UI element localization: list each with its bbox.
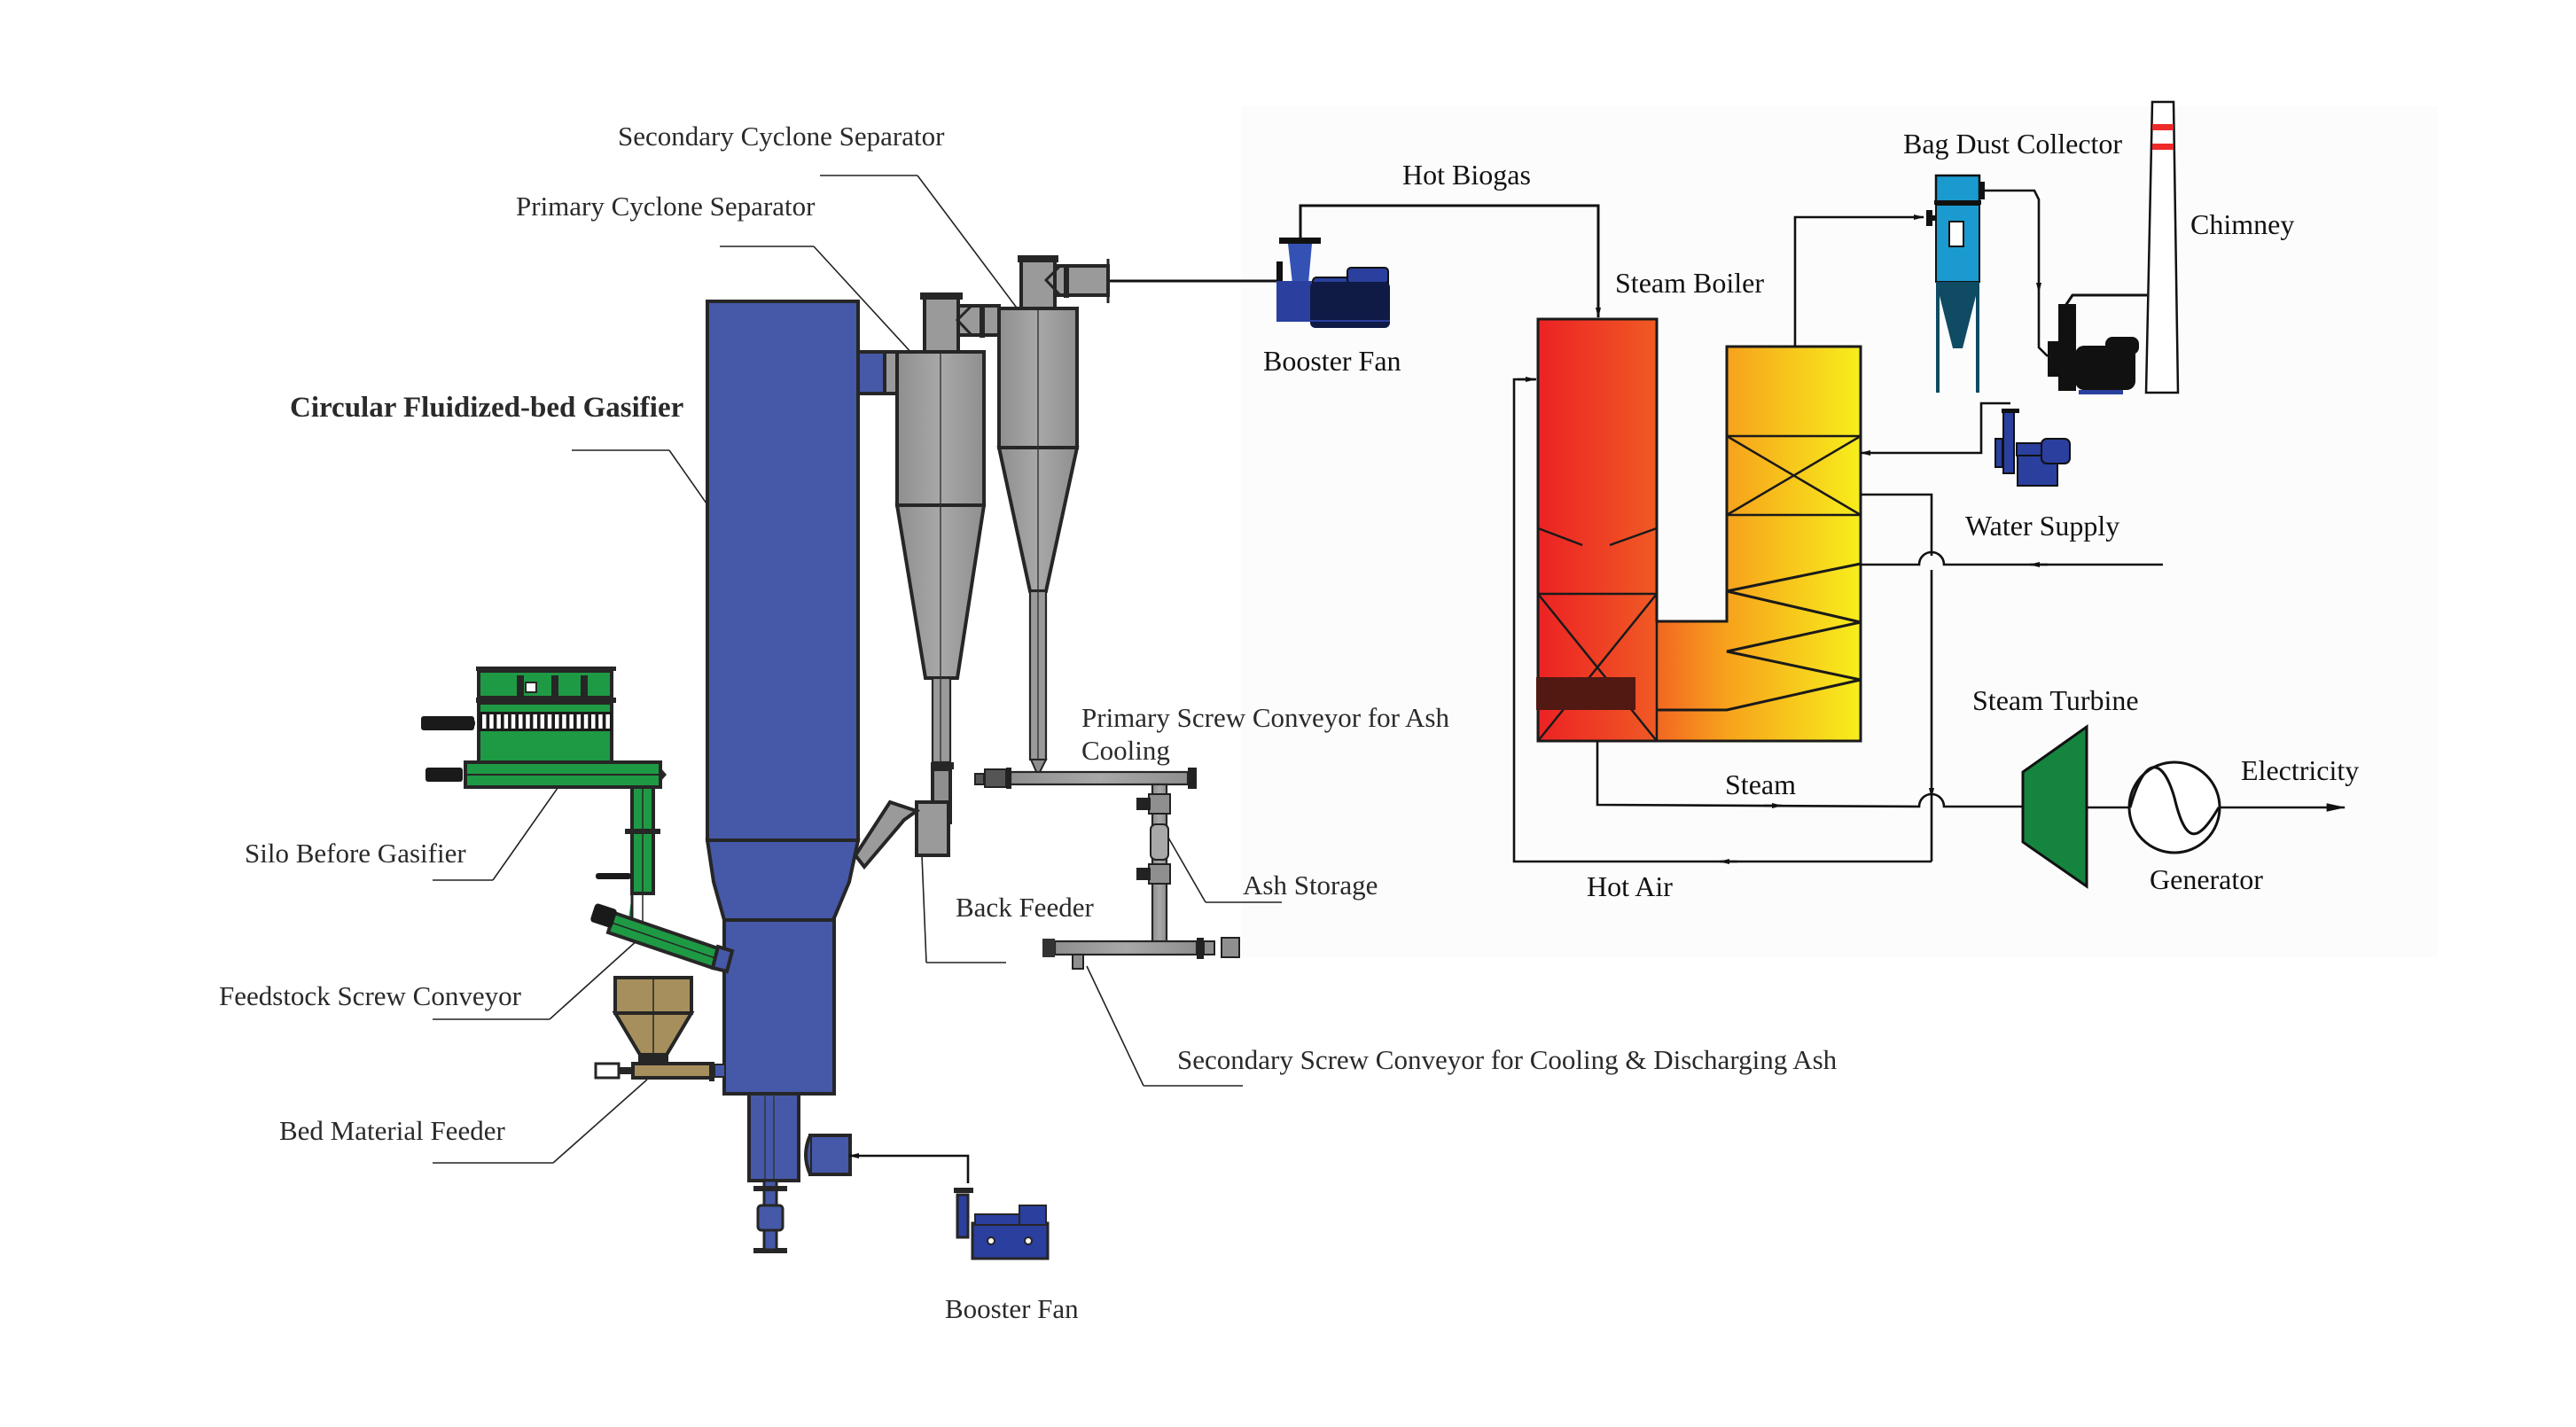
silo-screw-slat <box>496 714 501 729</box>
feedstock-screw-conveyor <box>590 785 735 974</box>
label-secondary-cyclone: Secondary Cyclone Separator <box>618 121 945 152</box>
booster-fan-bottom <box>848 1153 1050 1260</box>
booster-fan-top <box>1276 238 1390 328</box>
label-secondary-screw: Secondary Screw Conveyor for Cooling & D… <box>1177 1044 1838 1075</box>
label-feedstock-conveyor: Feedstock Screw Conveyor <box>219 980 522 1011</box>
label-booster-fan-top: Booster Fan <box>1263 345 1401 377</box>
leader-feedstock-diag <box>549 939 639 1020</box>
bed-material-feeder <box>594 976 726 1081</box>
generator <box>2127 760 2221 854</box>
secondary-screw-conveyor <box>1042 937 1240 970</box>
silo-screw-slat <box>511 714 516 729</box>
label-primary-screw-2: Cooling <box>1081 735 1170 766</box>
water-supply-line <box>1861 550 2163 566</box>
steam-boiler <box>1536 317 1862 743</box>
silo-screw-slat <box>489 714 494 729</box>
gasifier <box>705 300 886 1253</box>
leader-back-feeder <box>921 854 927 963</box>
secondary-cyclone <box>996 255 1110 778</box>
silo-screw-slat <box>482 714 487 729</box>
label-steam: Steam <box>1725 768 1796 800</box>
label-hot-air: Hot Air <box>1587 870 1673 902</box>
silo-screw <box>479 712 612 731</box>
label-primary-screw-1: Primary Screw Conveyor for Ash <box>1081 702 1449 733</box>
flue-line <box>1793 214 1924 347</box>
silo-screw-slat <box>526 714 530 729</box>
label-chimney: Chimney <box>2190 208 2294 240</box>
label-bed-feeder: Bed Material Feeder <box>279 1115 505 1146</box>
burner <box>1536 677 1635 710</box>
water-pump <box>1994 409 2071 487</box>
silo-screw-slat <box>605 714 610 729</box>
primary-screw-conveyor <box>974 768 1197 789</box>
leader-bed-feeder-diag <box>552 1079 648 1164</box>
silo-screw-slat <box>591 714 596 729</box>
silo-screw-slat <box>576 714 582 729</box>
label-generator: Generator <box>2150 863 2263 895</box>
induced-draft-fan <box>2048 293 2147 394</box>
steam-out-line <box>1861 493 1933 556</box>
silo-screw-slat <box>547 714 552 729</box>
clean-gas-line-2 <box>2037 292 2049 357</box>
label-booster-fan-bottom: Booster Fan <box>945 1293 1079 1324</box>
steam-line <box>1596 741 2025 808</box>
clean-gas-line <box>1985 189 2041 293</box>
silo-screw-slat <box>569 714 574 729</box>
label-ash-storage: Ash Storage <box>1243 869 1378 901</box>
silo-screw-slat <box>519 714 523 729</box>
label-primary-cyclone: Primary Cyclone Separator <box>516 191 816 222</box>
silo-screw-slat <box>540 714 545 729</box>
label-bag-dust-collector: Bag Dust Collector <box>1903 128 2122 160</box>
chimney <box>2144 100 2180 394</box>
ash-storage <box>1136 783 1171 946</box>
silo-screw-slat <box>598 714 603 729</box>
bag-dust-collector <box>1926 174 1985 393</box>
silo-screw-slat <box>503 714 509 729</box>
silo-before-gasifier <box>421 667 667 789</box>
label-steam-boiler: Steam Boiler <box>1615 267 1764 299</box>
silo-screw-slat <box>583 714 589 729</box>
silo-screw-slat <box>562 714 566 729</box>
leader-secondary-screw <box>1086 965 1144 1087</box>
feedwater-line <box>1860 402 2010 456</box>
silo-screw-slat <box>555 714 559 729</box>
label-gasifier: Circular Fluidized-bed Gasifier <box>290 392 683 424</box>
label-steam-turbine: Steam Turbine <box>1972 684 2139 716</box>
silo-screw-slat <box>533 714 537 729</box>
label-hot-biogas: Hot Biogas <box>1402 159 1531 191</box>
biogas-line-out <box>1299 204 1601 318</box>
label-water-supply: Water Supply <box>1965 510 2119 542</box>
primary-cyclone <box>853 292 1001 870</box>
label-back-feeder: Back Feeder <box>956 892 1094 923</box>
label-silo: Silo Before Gasifier <box>245 838 466 869</box>
label-electricity: Electricity <box>2241 754 2359 786</box>
steam-turbine <box>2021 724 2088 889</box>
leader-ash-storage <box>1167 837 1206 903</box>
